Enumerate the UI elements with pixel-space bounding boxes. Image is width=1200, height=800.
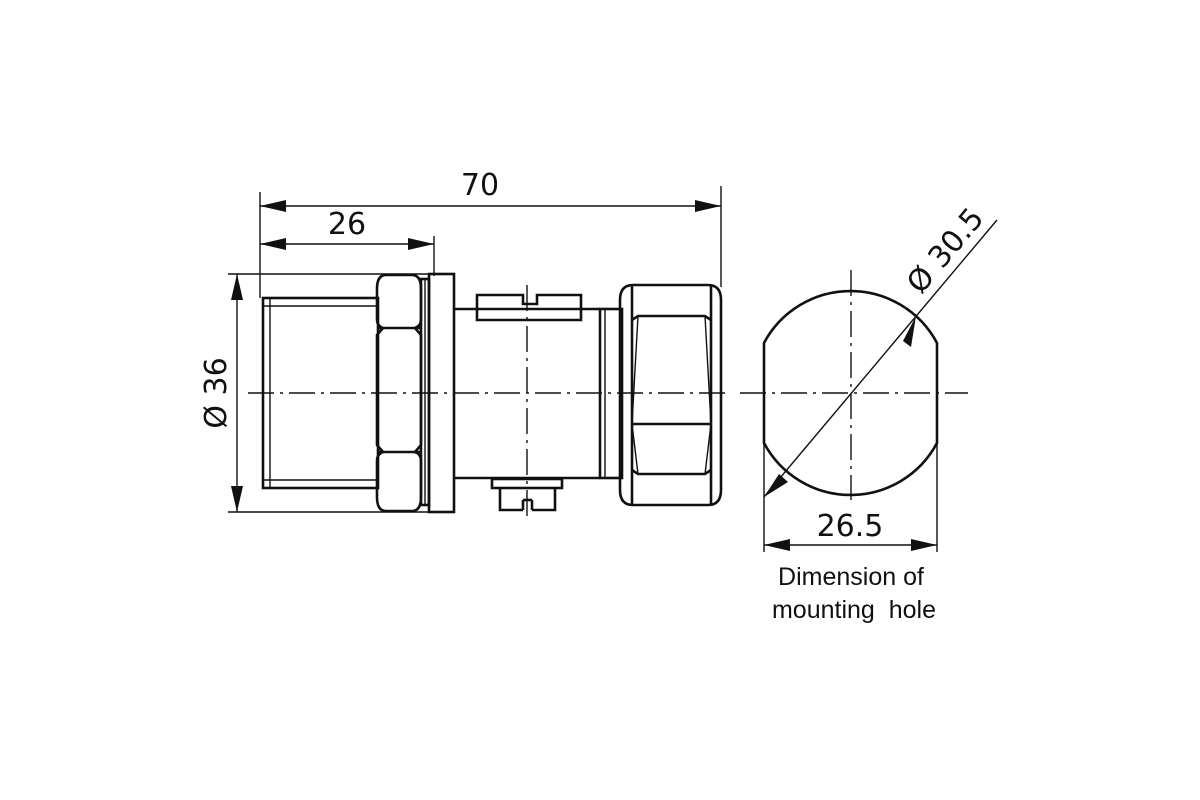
caption-line-1: Dimension of — [778, 563, 924, 591]
dimension-label-overall-length: 70 — [461, 168, 499, 203]
dimension-overall-length: 70 — [259, 168, 722, 298]
rear-coupling-nut — [618, 283, 723, 507]
dimension-hole-flat-width: 26.5 — [763, 443, 938, 552]
caption-line-2: mounting hole — [772, 596, 936, 624]
dimension-label-front-length: 26 — [328, 207, 366, 242]
dimension-outer-diameter: Ø 36 — [199, 273, 432, 513]
mounting-hole-view: Ø 30.5 26.5 Dimension of mounting hole — [740, 201, 998, 624]
dimension-label-outer-diameter: Ø 36 — [199, 357, 234, 428]
dimension-label-hole-diameter: Ø 30.5 — [900, 201, 991, 300]
dimension-front-length: 26 — [260, 207, 435, 276]
dimension-label-hole-flat-width: 26.5 — [817, 509, 884, 544]
connector-side-view — [248, 272, 730, 520]
dimension-hole-diameter: Ø 30.5 — [763, 201, 998, 498]
upper-clip — [475, 293, 583, 322]
lower-screw — [490, 477, 564, 512]
